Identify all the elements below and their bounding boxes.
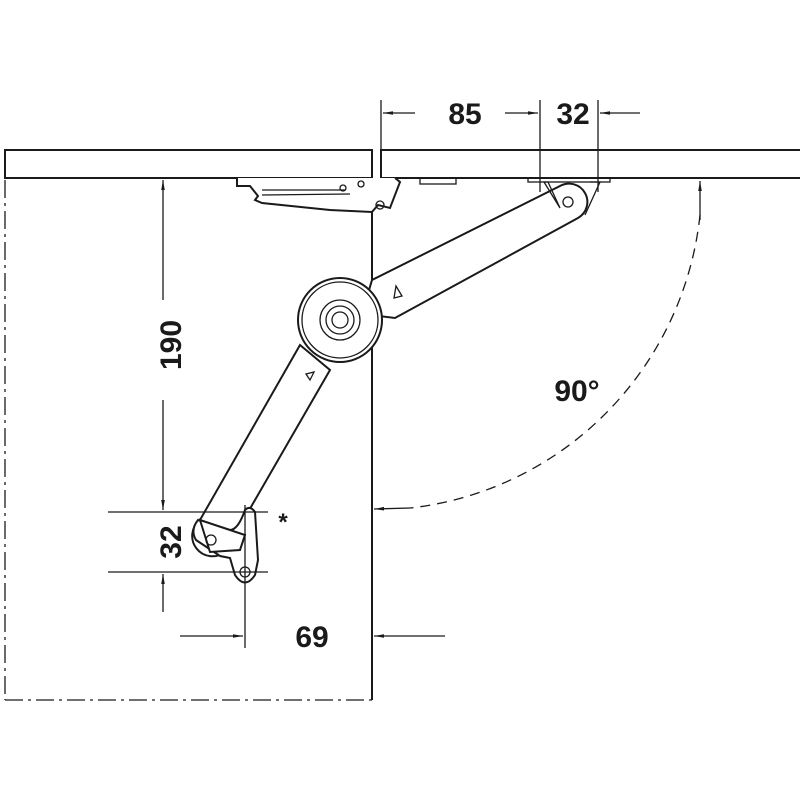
dimension-label-190: 190 xyxy=(155,320,188,370)
dimension-32-bracket: 32 * xyxy=(108,509,288,612)
dimension-85: 85 xyxy=(380,98,599,192)
dimension-label-32-bracket: 32 xyxy=(155,525,188,558)
lid-stay-mechanism xyxy=(191,181,602,584)
dimension-label-32-top: 32 xyxy=(556,98,589,131)
cabinet-top-panel xyxy=(4,149,373,179)
lid-panel xyxy=(380,149,800,185)
dimension-label-85: 85 xyxy=(448,98,481,131)
hinge xyxy=(236,177,402,214)
cabinet xyxy=(4,149,373,701)
upper-arm xyxy=(360,182,589,320)
dimension-label-69: 69 xyxy=(295,621,328,654)
note-asterisk: * xyxy=(278,509,288,536)
angle-label: 90° xyxy=(554,375,599,408)
hub xyxy=(297,277,383,363)
dimension-32-top: 32 xyxy=(556,98,640,131)
dimension-190: 190 xyxy=(155,180,188,510)
dimension-69: 69 xyxy=(180,505,445,654)
opening-angle: 90° xyxy=(373,181,700,509)
